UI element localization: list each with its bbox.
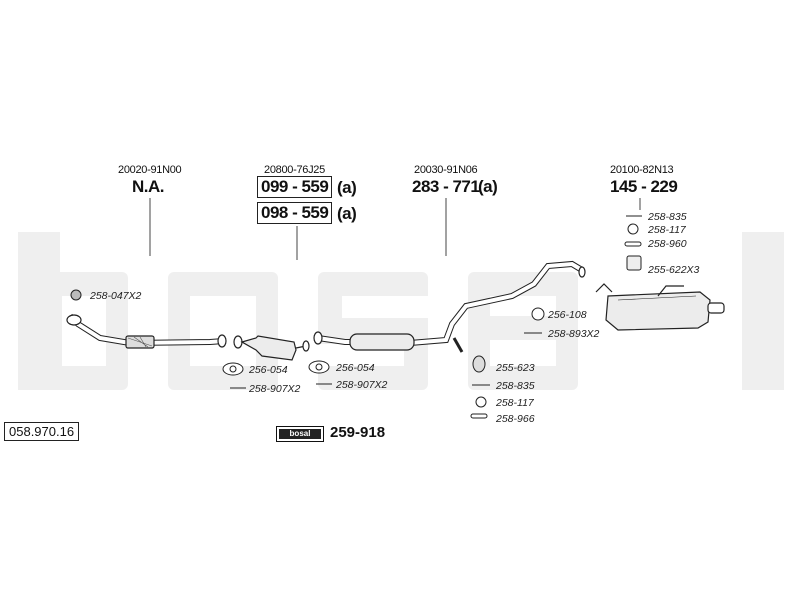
oem-number-catalyst: 20800-76J25 bbox=[264, 164, 325, 176]
accessory-rear-4: 255-622X3 bbox=[648, 264, 700, 276]
part-number-catalyst-2-suffix: (a) bbox=[337, 204, 357, 223]
bosal-badge-text: bosal bbox=[279, 429, 321, 439]
bosal-badge: bosal bbox=[276, 426, 324, 442]
oem-number-mid: 20030-91N06 bbox=[414, 164, 478, 176]
oem-number-rear: 20100-82N13 bbox=[610, 164, 674, 176]
part-number-catalyst-2: 098 - 559 bbox=[257, 202, 333, 224]
accessory-symbols bbox=[70, 215, 642, 419]
accessory-catalyst-rear-2: 258-907X2 bbox=[336, 379, 388, 391]
part-number-catalyst-1: 099 - 559 bbox=[257, 176, 333, 198]
rear-silencer bbox=[595, 283, 725, 331]
accessory-catalyst-rear-1: 256-054 bbox=[336, 362, 375, 374]
accessory-front-pipe-1: 258-047X2 bbox=[90, 290, 142, 302]
accessory-mid-upper-2: 258-893X2 bbox=[548, 328, 600, 340]
accessory-mid-upper-1: 256-108 bbox=[548, 309, 587, 321]
part-number-mid-suffix: (a) bbox=[478, 177, 498, 196]
diagram-reference-number: 058.970.16 bbox=[4, 422, 80, 441]
part-number-front-pipe: N.A. bbox=[132, 177, 165, 196]
oem-number-front-pipe: 20020-91N00 bbox=[118, 164, 182, 176]
accessory-rear-1: 258-835 bbox=[648, 211, 687, 223]
part-number-mid: 283 - 771 bbox=[412, 177, 480, 196]
part-number-catalyst-1-suffix: (a) bbox=[337, 178, 357, 197]
front-pipe bbox=[66, 313, 227, 349]
accessory-catalyst-front-1: 256-054 bbox=[249, 364, 288, 376]
accessory-mid-lower-4: 258-966 bbox=[496, 413, 535, 425]
accessory-mid-lower-2: 258-835 bbox=[496, 380, 535, 392]
accessory-rear-2: 258-117 bbox=[648, 224, 686, 236]
accessory-catalyst-front-2: 258-907X2 bbox=[249, 383, 301, 395]
accessory-rear-3: 258-960 bbox=[648, 238, 687, 250]
kit-number: 259-918 bbox=[330, 424, 386, 441]
catalyst bbox=[233, 335, 310, 361]
intermediate-pipe bbox=[313, 260, 586, 353]
accessory-mid-lower-3: 258-117 bbox=[496, 397, 534, 409]
accessory-mid-lower-1: 255-623 bbox=[496, 362, 535, 374]
part-number-rear: 145 - 229 bbox=[610, 177, 678, 196]
